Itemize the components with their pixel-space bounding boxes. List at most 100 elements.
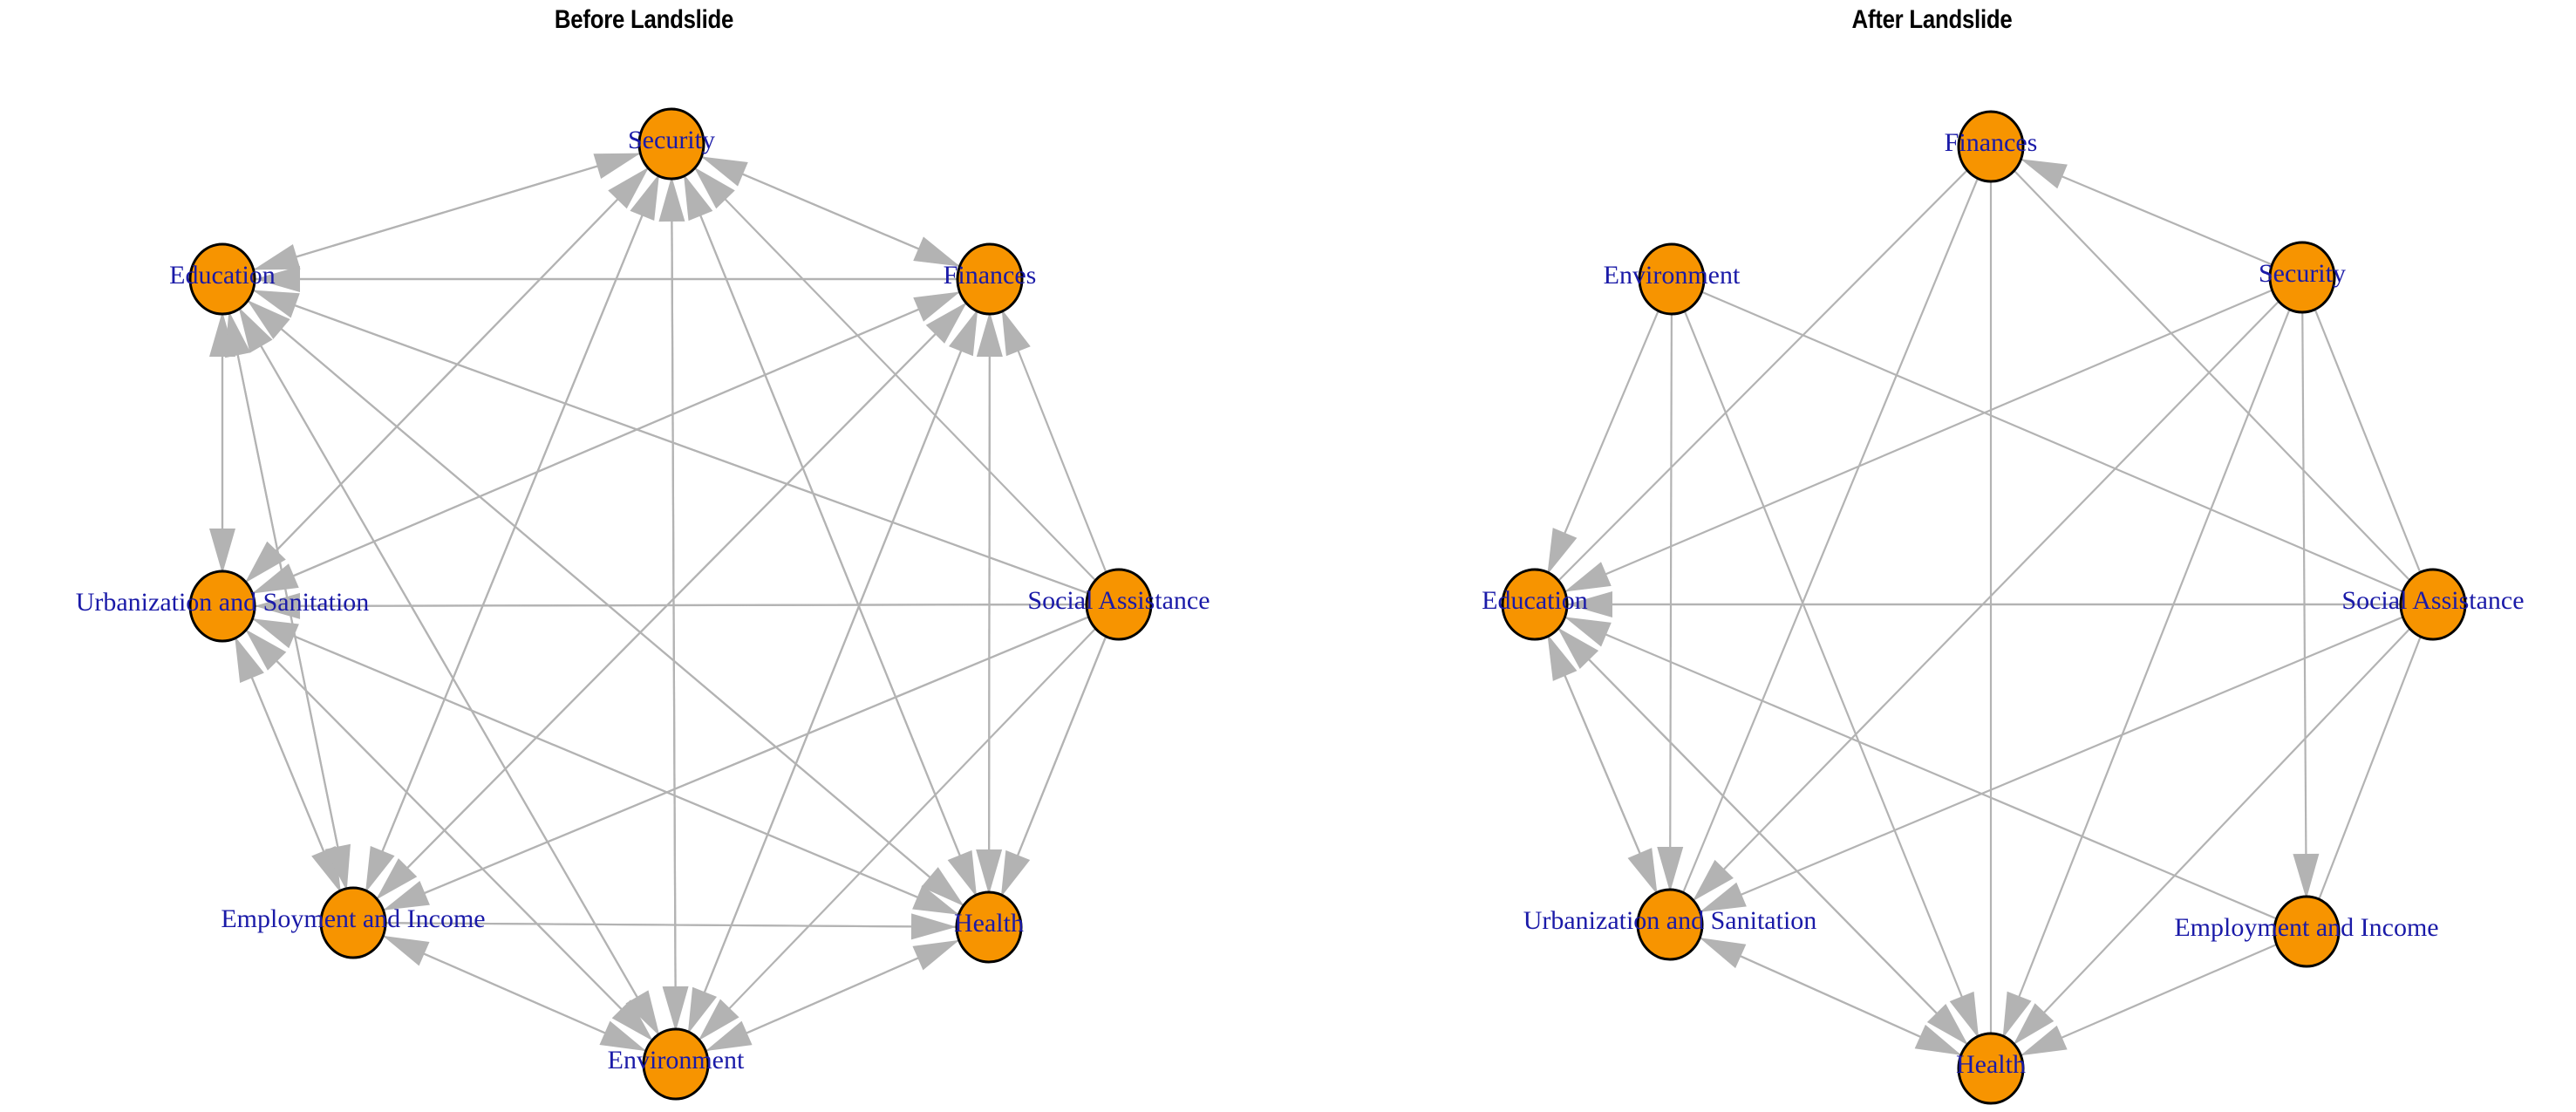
graph-node-security[interactable] bbox=[2268, 241, 2336, 314]
edge-arrowhead bbox=[254, 592, 301, 619]
graph-edge bbox=[382, 616, 1090, 911]
edge-layer bbox=[1546, 158, 2423, 1057]
graph-node-health[interactable] bbox=[1957, 1032, 2025, 1105]
graph-edge bbox=[382, 934, 647, 1053]
graph-edge bbox=[1000, 308, 1108, 576]
edge-arrowhead bbox=[698, 999, 739, 1041]
edge-arrowhead bbox=[662, 986, 689, 1033]
panel-title-before: Before Landslide bbox=[554, 5, 734, 34]
node-label-employment: Employment and Income bbox=[2174, 913, 2438, 942]
graph-node-health[interactable] bbox=[955, 890, 1023, 964]
graph-node-social[interactable] bbox=[2399, 568, 2467, 641]
edge-arrowhead bbox=[235, 636, 264, 683]
node-label-social: Social Assistance bbox=[1027, 586, 1210, 615]
graph-edge bbox=[697, 626, 1098, 1042]
graph-node-environment[interactable] bbox=[1638, 242, 1706, 316]
graph-node-urbanization[interactable] bbox=[1636, 888, 1704, 961]
graph-edge bbox=[2317, 634, 2423, 902]
panel-title-after: After Landslide bbox=[1851, 5, 2013, 34]
graph-edge bbox=[2012, 627, 2412, 1046]
edge-arrowhead bbox=[376, 858, 418, 900]
edge-arrowhead bbox=[658, 175, 685, 222]
edge-arrowhead bbox=[921, 867, 964, 907]
edge-arrowhead bbox=[244, 541, 286, 583]
edge-arrowhead bbox=[238, 307, 273, 353]
graph-edge bbox=[682, 173, 978, 898]
graph-node-social[interactable] bbox=[1085, 568, 1153, 641]
node-label-urbanization: Urbanization and Sanitation bbox=[1523, 906, 1817, 935]
node-label-employment: Employment and Income bbox=[221, 904, 485, 933]
edge-arrowhead bbox=[1564, 562, 1612, 592]
edge-arrowhead bbox=[2020, 1025, 2068, 1056]
graph-edge bbox=[1700, 290, 2404, 593]
graph-node-employment[interactable] bbox=[319, 886, 387, 959]
graph-node-urbanization[interactable] bbox=[188, 570, 256, 643]
edge-arrowhead bbox=[247, 299, 290, 339]
edge-arrowhead bbox=[913, 291, 960, 322]
graph-node-education[interactable] bbox=[188, 242, 256, 316]
node-label-finances: Finances bbox=[944, 261, 1037, 290]
edge-arrowhead bbox=[1547, 634, 1578, 681]
edge-arrowhead bbox=[913, 236, 960, 267]
graph-edge bbox=[2020, 943, 2278, 1057]
graph-edge bbox=[252, 289, 1089, 595]
edge-arrowhead bbox=[1699, 938, 1747, 969]
edge-arrowhead bbox=[630, 174, 660, 222]
edge-arrowhead bbox=[947, 849, 978, 897]
edge-arrowhead bbox=[910, 913, 957, 940]
edge-arrowhead bbox=[608, 167, 650, 209]
edge-arrowhead bbox=[1627, 848, 1658, 895]
edge-arrowhead bbox=[1692, 859, 1734, 902]
edge-arrowhead bbox=[593, 153, 641, 180]
edge-arrowhead bbox=[1926, 1004, 1969, 1046]
edge-arrowhead bbox=[976, 310, 1003, 358]
graph-edge bbox=[246, 299, 965, 907]
edge-arrowhead bbox=[949, 309, 978, 357]
edge-arrowhead bbox=[1949, 991, 1980, 1039]
edge-arrowhead bbox=[1657, 846, 1684, 893]
graph-edge bbox=[234, 635, 342, 894]
graph-node-environment[interactable] bbox=[642, 1027, 710, 1101]
graph-edge bbox=[700, 155, 961, 268]
edge-arrowhead bbox=[976, 849, 1003, 895]
edge-arrowhead bbox=[2013, 1003, 2055, 1046]
graph-edge bbox=[1546, 633, 1659, 896]
node-label-environment: Environment bbox=[608, 1046, 745, 1074]
node-label-education: Education bbox=[169, 261, 276, 290]
graph-node-finances[interactable] bbox=[1957, 110, 2025, 183]
edge-arrowhead bbox=[912, 939, 960, 971]
graph-edge bbox=[237, 306, 661, 1037]
edge-arrowhead bbox=[625, 990, 660, 1036]
node-label-environment: Environment bbox=[1604, 261, 1741, 290]
node-layer bbox=[188, 107, 1153, 1101]
edge-arrowhead bbox=[1557, 627, 1599, 669]
node-label-security: Security bbox=[628, 126, 715, 154]
edge-arrowhead bbox=[687, 986, 717, 1034]
graph-edge bbox=[2020, 158, 2273, 266]
edge-arrowhead bbox=[705, 1020, 753, 1052]
arrowhead-layer bbox=[1547, 159, 2320, 1056]
graph-node-security[interactable] bbox=[637, 107, 705, 181]
edge-arrowhead bbox=[611, 999, 653, 1041]
graph-edge bbox=[1557, 626, 1969, 1047]
graph-node-education[interactable] bbox=[1501, 568, 1569, 641]
edge-arrowhead bbox=[1564, 617, 1612, 647]
graph-edge bbox=[686, 308, 979, 1035]
graph-edge bbox=[2313, 306, 2423, 576]
graph-edge bbox=[2001, 307, 2292, 1039]
graph-node-finances[interactable] bbox=[956, 242, 1024, 316]
edge-arrowhead bbox=[245, 629, 287, 671]
graph-edge bbox=[244, 628, 654, 1042]
graph-edge bbox=[705, 938, 960, 1053]
graph-edge bbox=[1699, 937, 1962, 1056]
graph-node-employment[interactable] bbox=[2273, 895, 2341, 968]
graph-edge bbox=[2012, 168, 2412, 583]
edge-arrowhead bbox=[693, 167, 735, 209]
edge-arrowhead bbox=[2021, 159, 2068, 189]
